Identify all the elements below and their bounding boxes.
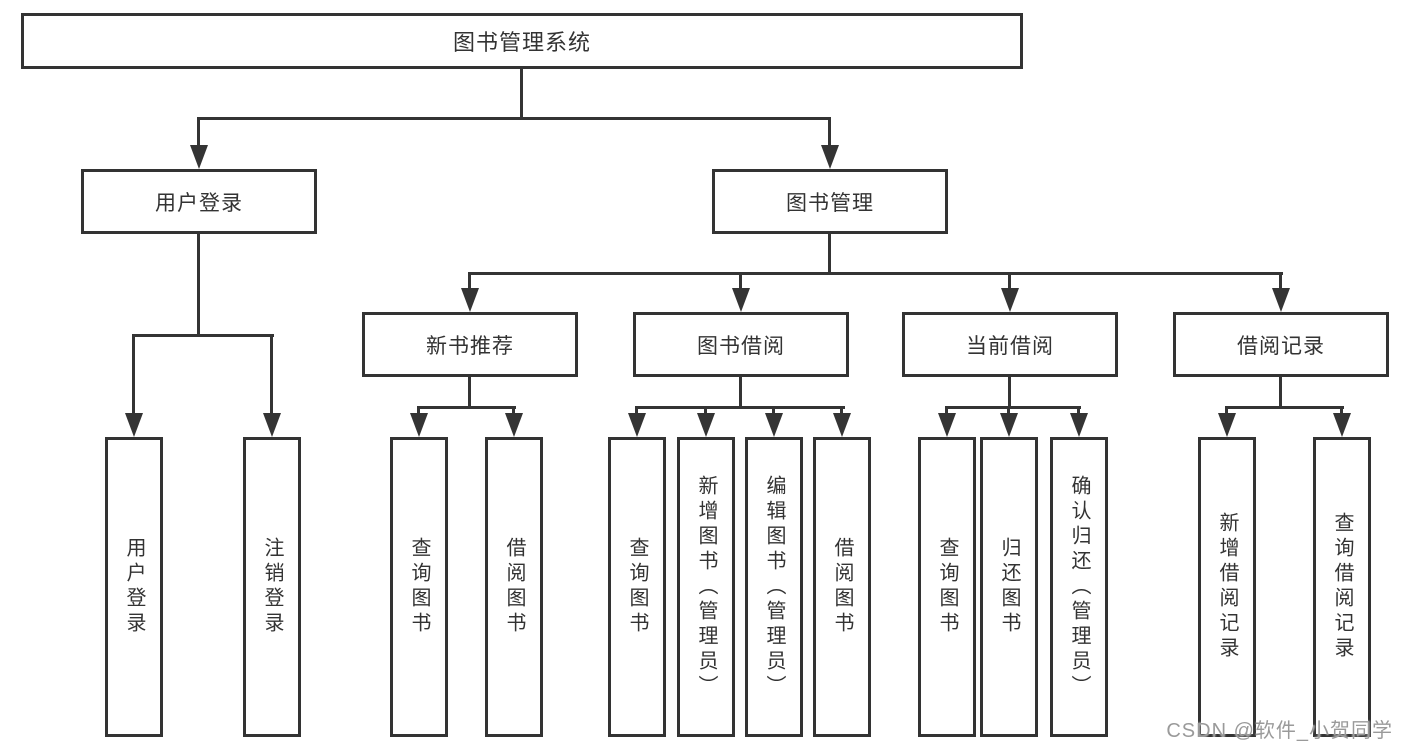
leaf-label: 新增图书（管理员） [695,474,717,700]
arrowhead-down-icon [765,413,783,437]
node-book-management: 图书管理 [712,169,948,234]
arrowhead-down-icon [1218,413,1236,437]
node-library-management-system: 图书管理系统 [21,13,1023,69]
connector-line [739,377,742,408]
arrowhead-down-icon [821,145,839,169]
arrowhead-down-icon [505,413,523,437]
leaf-label: 编辑图书（管理员） [763,474,785,700]
connector-line [468,272,1283,275]
arrowhead-down-icon [1070,413,1088,437]
arrowhead-down-icon [628,413,646,437]
leaf-label: 注销登录 [261,537,283,637]
connector-line [197,234,200,336]
arrowhead-down-icon [1001,288,1019,312]
connector-line [270,334,273,415]
leaf-label: 查询图书 [936,537,958,637]
arrowhead-down-icon [697,413,715,437]
arrowhead-down-icon [263,413,281,437]
csdn-watermark: CSDN @软件_小贺同学 [1166,720,1393,742]
arrowhead-down-icon [1272,288,1290,312]
connector-line [468,272,471,291]
leaf-label: 查询图书 [408,537,430,637]
connector-line [197,117,831,120]
leaf-borrow-books-1: 借阅图书 [485,437,543,737]
arrowhead-down-icon [190,145,208,169]
leaf-user-login: 用户登录 [105,437,163,737]
leaf-label: 查询借阅记录 [1331,512,1353,662]
connector-line [512,406,515,416]
arrowhead-down-icon [461,288,479,312]
leaf-label: 归还图书 [998,537,1020,637]
connector-line [840,406,843,416]
leaf-add-book-admin: 新增图书（管理员） [677,437,735,737]
connector-line [197,117,200,148]
connector-line [417,406,420,416]
leaf-query-borrow-record: 查询借阅记录 [1313,437,1371,737]
leaf-query-books-2: 查询图书 [608,437,666,737]
leaf-logout-login: 注销登录 [243,437,301,737]
leaf-query-books-1: 查询图书 [390,437,448,737]
arrowhead-down-icon [1000,413,1018,437]
node-user-login: 用户登录 [81,169,317,234]
connector-line [828,117,831,148]
leaf-label: 借阅图书 [503,537,525,637]
connector-line [132,334,274,337]
connector-line [945,406,1081,409]
arrowhead-down-icon [732,288,750,312]
node-book-borrowing: 图书借阅 [633,312,849,377]
connector-line [945,406,948,416]
leaf-label: 查询图书 [626,537,648,637]
connector-line [1008,377,1011,408]
arrowhead-down-icon [833,413,851,437]
connector-line [1007,406,1010,416]
leaf-label: 确认归还（管理员） [1068,474,1090,700]
connector-line [635,406,845,409]
connector-line [635,406,638,416]
leaf-label: 用户登录 [123,537,145,637]
leaf-label: 新增借阅记录 [1216,512,1238,662]
connector-line [468,377,471,408]
node-borrowing-records: 借阅记录 [1173,312,1389,377]
connector-line [828,234,831,274]
connector-line [772,406,775,416]
arrowhead-down-icon [938,413,956,437]
connector-line [704,406,707,416]
arrowhead-down-icon [125,413,143,437]
leaf-query-books-3: 查询图书 [918,437,976,737]
connector-line [1340,406,1343,416]
arrowhead-down-icon [1333,413,1351,437]
connector-line [1279,272,1282,291]
connector-line [1225,406,1228,416]
leaf-borrow-books-2: 借阅图书 [813,437,871,737]
connector-line [1008,272,1011,291]
node-new-book-recommendation: 新书推荐 [362,312,578,377]
arrowhead-down-icon [410,413,428,437]
connector-line [1279,377,1282,408]
leaf-label: 借阅图书 [831,537,853,637]
connector-line [739,272,742,291]
connector-line [1077,406,1080,416]
leaf-return-book: 归还图书 [980,437,1038,737]
connector-line [417,406,516,409]
connector-line [1225,406,1344,409]
connector-line [520,67,523,118]
leaf-edit-book-admin: 编辑图书（管理员） [745,437,803,737]
connector-line [132,334,135,415]
leaf-add-borrow-record: 新增借阅记录 [1198,437,1256,737]
leaf-confirm-return-admin: 确认归还（管理员） [1050,437,1108,737]
node-current-borrowing: 当前借阅 [902,312,1118,377]
